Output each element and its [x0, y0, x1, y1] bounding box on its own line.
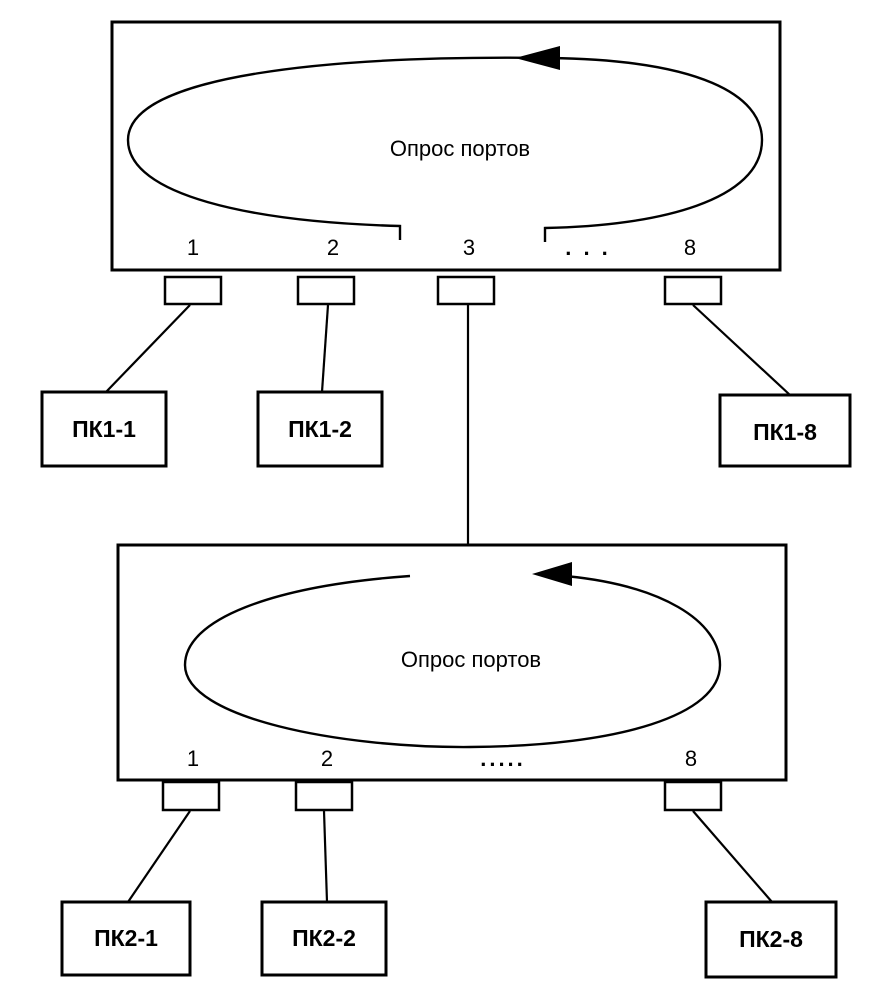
hub-2-ellipsis: .....	[480, 746, 526, 771]
hub-2-label: Опрос портов	[401, 647, 541, 672]
pc1-1: ПК1-1	[40, 390, 168, 468]
hub-2: Опрос портов 1 2 ..... 8	[116, 543, 788, 812]
pc1-2-label: ПК1-2	[288, 416, 352, 442]
hub-1: Опрос портов 1 2 3 . . . 8	[110, 20, 782, 306]
hub-1-port-1	[163, 275, 223, 306]
hub-2-port-1	[161, 780, 221, 812]
hub-1-port-3	[436, 275, 496, 306]
pc2-2-box	[260, 900, 388, 977]
hub-1-port-2	[296, 275, 356, 306]
hub-2-port-number-8: 8	[685, 746, 697, 771]
pc1-8: ПК1-8	[718, 393, 852, 468]
hub-2-port-number-2: 2	[321, 746, 333, 771]
wire-hub1-pc1-1	[105, 304, 191, 393]
hub-2-port-number-1: 1	[187, 746, 199, 771]
hub-1-port-number-3: 3	[463, 235, 475, 260]
pc2-1-box	[60, 900, 192, 977]
wire-hub2-pc2-2	[322, 810, 329, 903]
hub-1-label: Опрос портов	[390, 136, 530, 161]
pc1-8-box	[718, 393, 852, 468]
hub-2-polling-loop	[183, 574, 722, 749]
wire-hub2-pc2-1	[127, 810, 191, 903]
pc2-2: ПК2-2	[260, 900, 388, 977]
pc1-1-label: ПК1-1	[72, 416, 136, 442]
hub-1-port-number-2: 2	[327, 235, 339, 260]
hub-1-port-number-8: 8	[684, 235, 696, 260]
wire-hub1-pc1-8	[692, 304, 791, 396]
pc2-8: ПК2-8	[704, 900, 838, 979]
hub-1-port-8	[663, 275, 723, 306]
pc2-8-box	[704, 900, 838, 979]
hub-2-port-8	[663, 780, 723, 812]
wire-hub2-pc2-8	[692, 810, 773, 903]
pc1-1-box	[40, 390, 168, 468]
hub-1-port-number-1: 1	[187, 235, 199, 260]
wire-hub1-pc1-2	[320, 304, 330, 393]
hub-1-body	[110, 20, 782, 272]
hub-1-polling-loop	[126, 56, 764, 242]
pc1-2: ПК1-2	[256, 390, 384, 468]
hub-2-body	[116, 543, 788, 782]
pc2-1: ПК2-1	[60, 900, 192, 977]
pc2-8-label: ПК2-8	[739, 926, 803, 952]
hub-2-arrow-icon	[532, 562, 572, 586]
pc2-1-label: ПК2-1	[94, 925, 158, 951]
hub-2-port-2	[294, 780, 354, 812]
hub-1-arrow-icon	[515, 46, 560, 70]
pc1-2-box	[256, 390, 384, 468]
hub-1-ellipsis: . . .	[565, 235, 611, 260]
pc2-2-label: ПК2-2	[292, 925, 356, 951]
pc1-8-label: ПК1-8	[753, 419, 817, 445]
